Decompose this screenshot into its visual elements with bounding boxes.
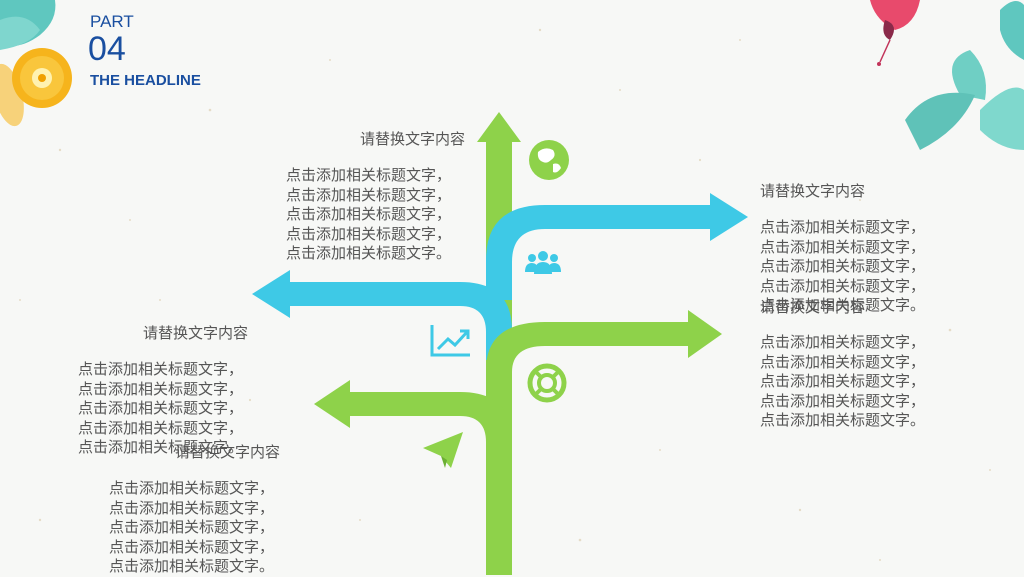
block-3-line: 点击添加相关标题文字， [760, 333, 926, 351]
block-4-line: 点击添加相关标题文字， [78, 379, 244, 398]
block-1-line: 点击添加相关标题文字， [286, 224, 452, 243]
users-icon [525, 251, 561, 274]
block-1-line: 点击添加相关标题文字， [286, 185, 452, 204]
block-3-line: 点击添加相关标题文字。 [760, 411, 926, 429]
flower-decoration-top-left [0, 0, 72, 127]
block-5-line: 点击添加相关标题文字， [109, 479, 275, 497]
block-5-line: 点击添加相关标题文字， [109, 498, 275, 517]
block-3-line: 点击添加相关标题文字， [760, 372, 926, 390]
green-left-arrow [314, 380, 512, 470]
block-2-line: 点击添加相关标题文字， [760, 257, 926, 275]
block-4-line: 点击添加相关标题文字， [78, 360, 244, 378]
block-2-line: 点击添加相关标题文字， [760, 276, 926, 295]
block-5-body: 点击添加相关标题文字， 点击添加相关标题文字， 点击添加相关标题文字， 点击添加… [109, 479, 274, 577]
block-5-line: 点击添加相关标题文字。 [109, 557, 275, 575]
block-2-title: 请替换文字内容 [760, 182, 866, 200]
block-2-line: 点击添加相关标题文字。 [760, 296, 926, 314]
block-5-line: 点击添加相关标题文字， [109, 518, 275, 536]
block-1-line: 点击添加相关标题文字， [286, 166, 452, 184]
block-4-line: 点击添加相关标题文字。 [78, 438, 244, 456]
blue-right-arrow [486, 193, 748, 300]
chart-icon [430, 325, 470, 357]
block-2-body: 点击添加相关标题文字， 点击添加相关标题文字， 点击添加相关标题文字， 点击添加… [760, 218, 925, 316]
block-1-body: 点击添加相关标题文字， 点击添加相关标题文字， 点击添加相关标题文字， 点击添加… [286, 166, 451, 264]
green-right-arrow [486, 310, 722, 400]
block-4-line: 点击添加相关标题文字， [78, 399, 244, 417]
block-4-title: 请替换文字内容 [143, 324, 249, 342]
block-1-title: 请替换文字内容 [359, 130, 465, 148]
block-2-line: 点击添加相关标题文字， [760, 218, 926, 236]
globe-icon [529, 140, 569, 180]
block-5-line: 点击添加相关标题文字， [109, 537, 275, 556]
block-3-line: 点击添加相关标题文字， [760, 352, 926, 371]
blue-left-arrow [252, 270, 512, 360]
headline: THE HEADLINE [90, 72, 201, 89]
block-3-body: 点击添加相关标题文字， 点击添加相关标题文字， 点击添加相关标题文字， 点击添加… [760, 333, 925, 431]
paper-plane-icon [423, 432, 463, 468]
block-3-line: 点击添加相关标题文字， [760, 391, 926, 410]
block-5-title: 请替换文字内容 [175, 443, 281, 461]
block-4-body: 点击添加相关标题文字， 点击添加相关标题文字， 点击添加相关标题文字， 点击添加… [78, 360, 243, 458]
block-1-line: 点击添加相关标题文字。 [286, 244, 452, 262]
part-label: PART [90, 12, 134, 31]
trunk-arrowhead [477, 112, 521, 142]
block-3-title: 请替换文字内容 [760, 298, 866, 316]
block-1-line: 点击添加相关标题文字， [286, 205, 452, 223]
lifebuoy-icon [527, 363, 567, 403]
flower-decoration-top-right [870, 0, 1024, 150]
block-4-line: 点击添加相关标题文字， [78, 418, 244, 437]
block-2-line: 点击添加相关标题文字， [760, 237, 926, 256]
part-number: 04 [88, 30, 126, 68]
